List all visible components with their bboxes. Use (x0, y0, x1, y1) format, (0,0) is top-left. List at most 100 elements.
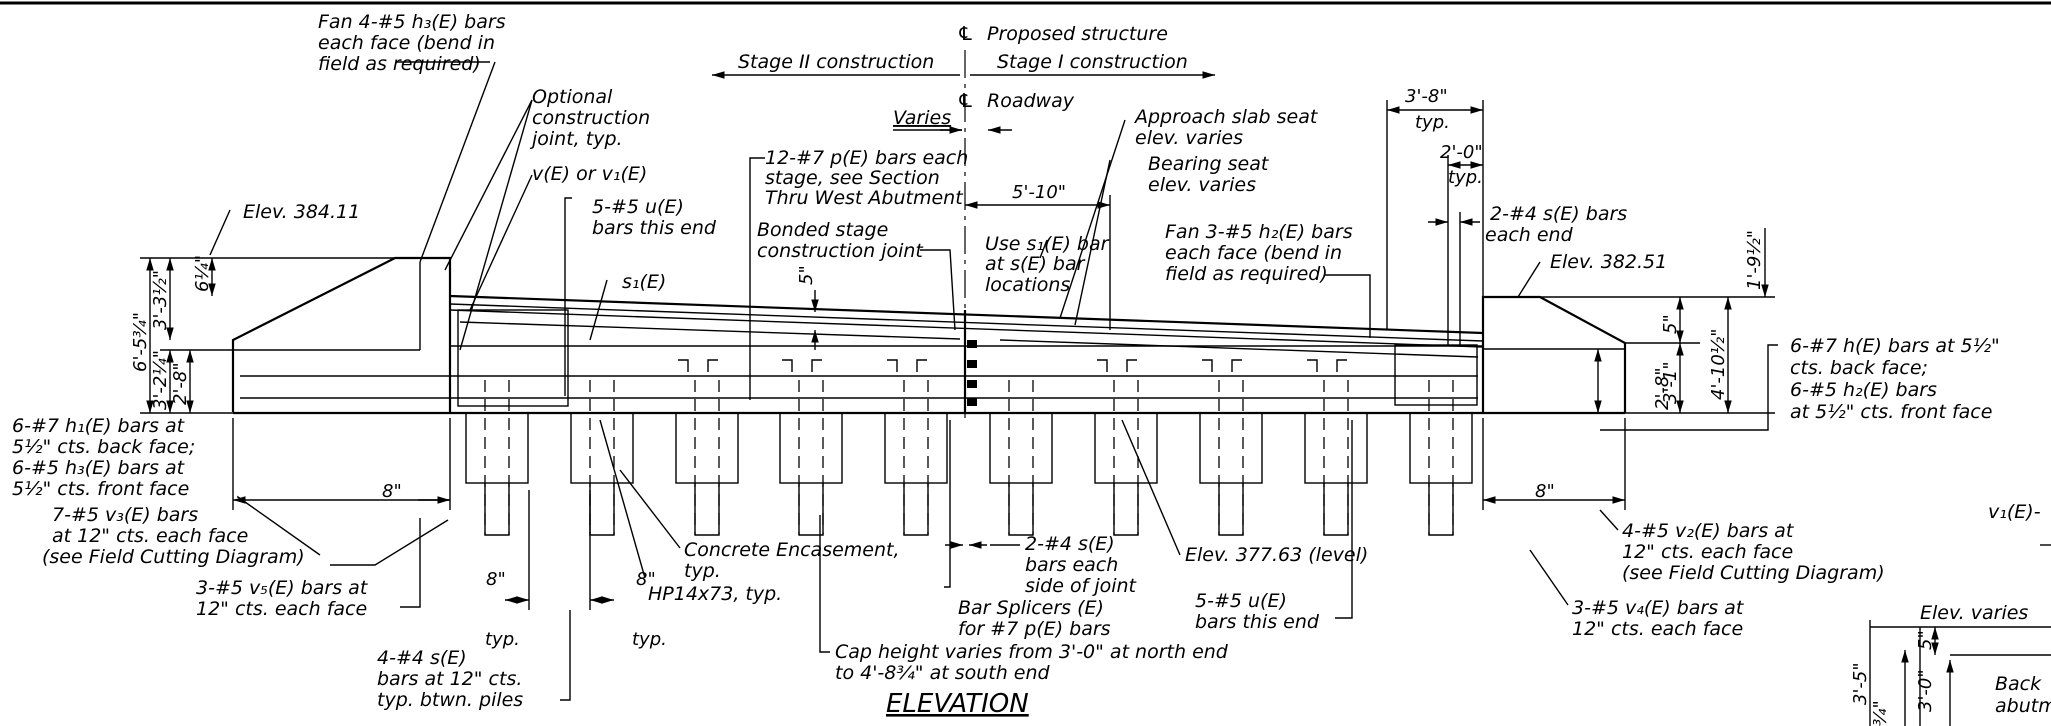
label-varies: Varies (893, 107, 951, 129)
dim-8: 8" (486, 569, 506, 590)
pile (1094, 380, 1158, 536)
annotations: ℄ Proposed structure Stage II constructi… (12, 11, 2051, 719)
label-cap-height: Cap height varies from 3'-0" at north en… (835, 641, 1229, 663)
dim-3-2-1-4: 3'-2¼" (150, 350, 171, 410)
dim-3-0: 3'-0" (1915, 669, 1936, 712)
label-h1-left: 6-#5 h₃(E) bars at (12, 457, 186, 479)
label-elev-right: Elev. 382.51 (1550, 251, 1667, 273)
centerline-symbol: ℄ (957, 23, 974, 45)
label-roadway: Roadway (987, 90, 1075, 112)
label-h-e-right: at 5½" cts. front face (1790, 401, 1992, 423)
label-v2: 4-#5 v₂(E) bars at (1622, 520, 1795, 542)
dim-2-8: 2'-8" (170, 362, 191, 405)
dim-3-1: 3'-1" (1660, 361, 1681, 404)
label-elev-varies: Elev. varies (1920, 602, 2028, 624)
label-p-e: Thru West Abutment (765, 187, 964, 209)
label-optional-joint: Optional (532, 86, 613, 108)
label-p-e: stage, see Section (765, 167, 940, 189)
label-stage-i: Stage I construction (997, 51, 1188, 73)
vertical-dimension-labels: 6'-5¾" 3'-3½" 3'-2¼" 6¼" 2'-8" 5" 1'-9½"… (130, 230, 1936, 726)
bar-splicer (967, 360, 977, 368)
label-elev-left: Elev. 384.11 (243, 201, 360, 223)
dim-3-4: ¾" (1870, 700, 1891, 726)
dim-1-9-1-2: 1'-9½" (1744, 230, 1765, 290)
dimension-lines (140, 71, 1775, 653)
label-fan-h3: field as required) (318, 53, 481, 75)
label-v5: 3-#5 v₅(E) bars at (196, 577, 369, 599)
pile (1199, 380, 1263, 536)
label-bonded-joint: Bonded stage (757, 219, 888, 241)
bar-splicer (967, 340, 977, 348)
label-s-e-end: 2-#4 s(E) bars (1490, 203, 1627, 225)
label-h-e-right: 6-#7 h(E) bars at 5½" (1790, 335, 2000, 357)
leaders (209, 61, 2051, 701)
abutment-cap (231, 256, 1627, 415)
label-v-e: v(E) or v₁(E) (532, 163, 647, 185)
label-u-e-left: 5-#5 u(E) (592, 196, 684, 218)
dim-3-8: 3'-8" (1405, 86, 1448, 107)
label-approach-slab: Approach slab seat (1133, 106, 1319, 128)
dim-8: 8" (1535, 481, 1555, 502)
dim-6-1-4: 6¼" (192, 255, 213, 292)
label-v2: (see Field Cutting Diagram) (1622, 562, 1885, 584)
label-fan-h3: each face (bend in (318, 32, 495, 54)
label-encasement: typ. (684, 560, 721, 582)
dim-5: 5" (1660, 314, 1681, 334)
dim-6-5-3-4: 6'-5¾" (130, 312, 151, 372)
partial-section-view (1869, 620, 2051, 726)
label-s-e-piles: typ. btwn. piles (377, 689, 523, 711)
label-encasement: Concrete Encasement, (684, 539, 900, 561)
label-use-s1: locations (985, 274, 1070, 296)
dim-4-10-1-2: 4'-10½" (1708, 328, 1729, 400)
label-s-e-end: each end (1485, 224, 1574, 246)
dim-typ: typ. (632, 629, 667, 650)
label-back-abutment: abutm (1995, 695, 2051, 717)
label-u-e-left: bars this end (592, 217, 717, 239)
label-s1-e: s₁(E) (622, 271, 666, 293)
label-fan-h3: Fan 4-#5 h₃(E) bars (318, 11, 506, 33)
dim-2-0: 2'-0" (1440, 142, 1483, 163)
label-v5: 12" cts. each face (196, 598, 367, 620)
dim-2-8: 2'-8" (1652, 367, 1673, 410)
label-v1-cut: v₁(E)- (1988, 501, 2041, 523)
label-v4: 12" cts. each face (1572, 618, 1743, 640)
label-v2: 12" cts. each face (1622, 541, 1793, 563)
label-optional-joint: construction (532, 107, 650, 129)
dim-5: 5" (796, 265, 817, 285)
pile (989, 380, 1053, 536)
label-v4: 3-#5 v₄(E) bars at (1572, 597, 1745, 619)
label-v3: at 12" cts. each face (52, 525, 248, 547)
dim-5: 5" (1915, 630, 1936, 650)
label-bonded-joint: construction joint (757, 240, 924, 262)
label-elev-level: Elev. 377.63 (level) (1185, 544, 1368, 566)
dim-8: 8" (382, 481, 402, 502)
label-v3: (see Field Cutting Diagram) (42, 546, 305, 568)
label-h1-left: 6-#7 h₁(E) bars at (12, 415, 186, 437)
dim-3-5: 3'-5" (1850, 662, 1871, 705)
pile (1409, 380, 1473, 536)
pile (779, 380, 843, 536)
label-proposed-structure: Proposed structure (987, 23, 1168, 45)
dim-5-10: 5'-10" (1012, 182, 1066, 203)
label-u-e-right: bars this end (1195, 611, 1320, 633)
label-fan-h2: Fan 3-#5 h₂(E) bars (1165, 221, 1353, 243)
label-approach-slab: elev. varies (1135, 127, 1243, 149)
bar-splicer (967, 380, 977, 388)
dim-3-3-1-2: 3'-3½" (150, 270, 171, 330)
label-bearing-seat: Bearing seat (1148, 153, 1270, 175)
label-u-e-right: 5-#5 u(E) (1195, 590, 1287, 612)
drawing-title: ELEVATION (886, 689, 1029, 719)
dim-typ: typ. (1415, 112, 1450, 133)
label-hp: HP14x73, typ. (648, 583, 782, 605)
label-use-s1: Use s₁(E) bar (985, 233, 1110, 255)
label-s-e-joint: side of joint (1025, 575, 1138, 597)
label-fan-h2: each face (bend in (1165, 242, 1342, 264)
pile (1304, 380, 1368, 536)
bar-splicer (967, 398, 977, 406)
label-s-e-piles: 4-#4 s(E) (377, 647, 467, 669)
label-p-e: 12-#7 p(E) bars each (765, 147, 968, 169)
pile (570, 380, 634, 536)
label-back-abutment: Back (1995, 673, 2042, 695)
dim-8: 8" (636, 569, 656, 590)
label-s-e-piles: bars at 12" cts. (377, 668, 522, 690)
